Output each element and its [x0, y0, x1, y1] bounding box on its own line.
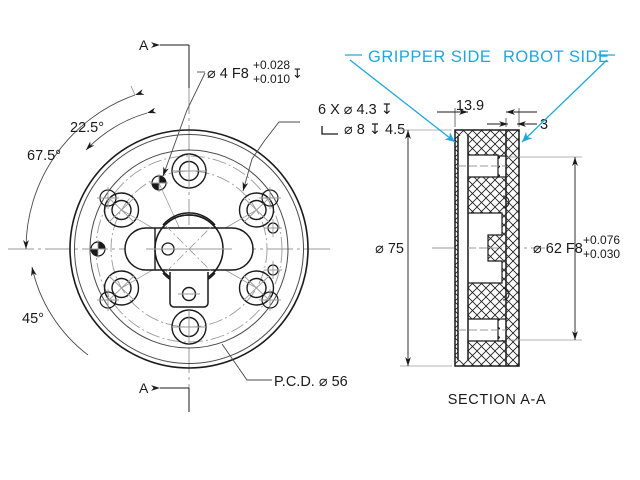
angle-arc-67-5 [23, 89, 145, 250]
robot-side-annotation: ROBOT SIDE [503, 48, 615, 143]
counterbore-callout-text: 6 X ⌀ 4.3 ↧ ⌀ 8 ↧ 4.5 [318, 102, 405, 138]
flange-outer-circle [69, 129, 309, 369]
angle-dimensions [16, 85, 157, 356]
angle-arc-22-5 [85, 107, 157, 151]
pcd-callout-label: P.C.D. ⌀ 56 [274, 374, 348, 390]
dowel-tolerance-lower: +0.010 [253, 72, 290, 86]
angle-arc-45 [31, 266, 89, 356]
dimension-width-total-label: 13.9 [456, 98, 484, 114]
dimension-bore-tol-upper: +0.076 [583, 233, 620, 247]
section-internal-pockets [458, 136, 506, 360]
small-hole [97, 289, 119, 311]
dowel-callout-main: ⌀ 4 F8 [207, 66, 249, 82]
center-boss-assembly [124, 212, 254, 308]
angle-label-67-5: 67.5° [27, 148, 61, 164]
dowel-callout-text: ⌀ 4 F8 +0.028 +0.010 ↧ [207, 58, 303, 86]
robot-side-label: ROBOT SIDE [503, 48, 609, 66]
section-bore-arcs [502, 195, 510, 301]
flange-edge-circle [74, 134, 304, 364]
small-hole [264, 261, 282, 279]
front-view: A A 67.5° 22.5° 45° ⌀ 4 F8 +0.028 +0.010… [8, 37, 405, 412]
dowel-callout-leader [162, 71, 206, 177]
dimension-bore-label: ⌀ 62 F8 [533, 241, 583, 257]
counterbore-line-2: ⌀ 8 ↧ 4.5 [344, 122, 405, 138]
dowel-tolerance-upper: +0.028 [253, 58, 290, 72]
pcd-callout: P.C.D. ⌀ 56 [221, 343, 348, 390]
counterbore-hole [238, 192, 275, 228]
dimension-bore: ⌀ 62 F8 +0.076 +0.030 [508, 156, 620, 341]
gripper-side-annotation: GRIPPER SIDE [345, 48, 491, 143]
side-annotations: GRIPPER SIDE ROBOT SIDE [345, 48, 615, 143]
section-marker-label-bottom: A [139, 380, 149, 396]
counterbore-callout-leader [242, 121, 300, 192]
dowel-depth-symbol: ↧ [292, 66, 303, 81]
dimension-width-step: 3 [487, 117, 548, 133]
section-marker-label-top: A [139, 37, 149, 53]
counterbore-line-1: 6 X ⌀ 4.3 ↧ [318, 102, 393, 118]
section-hidden-lines [458, 165, 506, 331]
dimension-width-total: 13.9 [437, 98, 537, 127]
section-view-title: SECTION A-A [448, 392, 546, 408]
section-body [454, 129, 520, 367]
dimension-outer-diameter-label: ⌀ 75 [375, 241, 404, 257]
section-line-a-a: A A [139, 37, 190, 412]
small-hole [259, 289, 281, 311]
dimension-bore-tol-lower: +0.030 [583, 247, 620, 261]
angle-label-22-5: 22.5° [70, 120, 104, 136]
counterbore-symbol [321, 126, 338, 135]
small-hole [264, 219, 282, 237]
counterbore-hole [171, 153, 207, 189]
dimension-outer-diameter: ⌀ 75 [375, 129, 452, 367]
counterbore-hole [171, 309, 207, 345]
angle-label-45: 45° [22, 311, 44, 327]
section-view: 13.9 3 ⌀ 75 ⌀ 62 F8 +0.076 +0.030 SECTIO… [375, 98, 620, 408]
counterbore-hole-group [103, 153, 275, 345]
dimension-width-step-label: 3 [540, 117, 548, 133]
gripper-side-label: GRIPPER SIDE [368, 48, 491, 66]
small-hole [259, 187, 281, 209]
